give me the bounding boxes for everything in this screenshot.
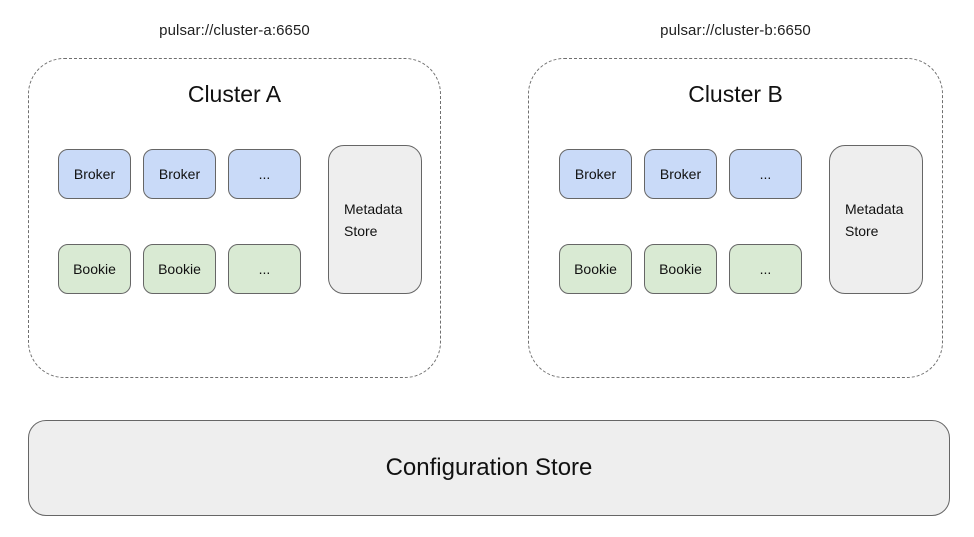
cluster-a-metadata-store-node: Metadata Store <box>328 145 422 294</box>
cluster-b-bookie-node-1: Bookie <box>559 244 632 294</box>
cluster-a-bookie-node-ellipsis: ... <box>228 244 301 294</box>
cluster-b-broker-node-2: Broker <box>644 149 717 199</box>
cluster-b-broker-node-ellipsis: ... <box>729 149 802 199</box>
cluster-a-broker-node-2: Broker <box>143 149 216 199</box>
cluster-b-title: Cluster B <box>688 81 783 107</box>
cluster-a-title: Cluster A <box>187 81 282 107</box>
cluster-a-endpoint-label: pulsar://cluster-a:6650 <box>159 22 310 39</box>
cluster-b-broker-node-1: Broker <box>559 149 632 199</box>
cluster-b-bookie-node-ellipsis: ... <box>729 244 802 294</box>
cluster-a-bookie-node-2: Bookie <box>143 244 216 294</box>
cluster-b-box: Cluster B Broker Broker ... Bookie Booki… <box>528 58 943 378</box>
configuration-store-node: Configuration Store <box>28 420 950 516</box>
cluster-b-metadata-store-node: Metadata Store <box>829 145 923 294</box>
cluster-b-bookie-node-2: Bookie <box>644 244 717 294</box>
cluster-a-box: Cluster A Broker Broker ... Bookie Booki… <box>28 58 441 378</box>
cluster-b-endpoint-label: pulsar://cluster-b:6650 <box>660 22 811 39</box>
cluster-a-broker-node-1: Broker <box>58 149 131 199</box>
cluster-a-broker-node-ellipsis: ... <box>228 149 301 199</box>
cluster-a-bookie-node-1: Bookie <box>58 244 131 294</box>
